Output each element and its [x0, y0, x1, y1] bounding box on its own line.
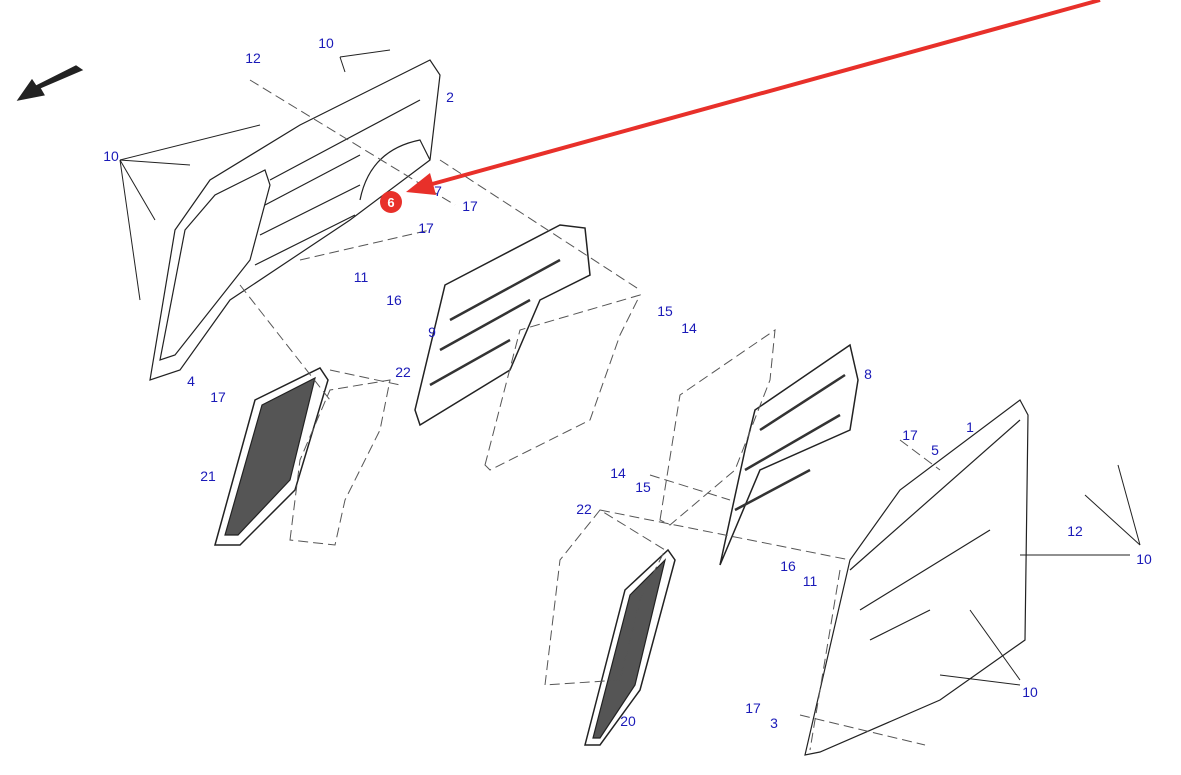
part-label: 10: [103, 148, 119, 164]
part-label: 1: [966, 419, 974, 435]
grille-21: [214, 367, 329, 546]
part-label: 9: [428, 324, 436, 340]
part-label: 15: [657, 303, 673, 319]
part-label: 12: [245, 50, 261, 66]
part-label: 16: [386, 292, 402, 308]
part-label: 8: [864, 366, 872, 382]
part-label: 16: [780, 558, 796, 574]
panel-9: [414, 224, 591, 427]
part-label: 5: [931, 442, 939, 458]
part-label: 11: [802, 573, 818, 589]
part-label: 10: [1136, 551, 1152, 567]
part-label: 14: [610, 465, 626, 481]
part-label: 22: [576, 501, 592, 517]
part-label: 3: [770, 715, 778, 731]
part-label: 10: [318, 35, 334, 51]
panel-8: [719, 343, 859, 566]
part-label: 15: [635, 479, 651, 495]
highlight-arrow: [406, 0, 1101, 195]
part-label: 22: [395, 364, 411, 380]
direction-arrow-icon: [16, 65, 84, 101]
callout-badge: 6: [380, 191, 402, 213]
part-label: 2: [446, 89, 454, 105]
part-label: 7: [434, 183, 442, 199]
part-label: 11: [353, 269, 369, 285]
part-label: 17: [210, 389, 226, 405]
part-label: 20: [620, 713, 636, 729]
part-label: 14: [681, 320, 697, 336]
part-label: 4: [187, 373, 195, 389]
part-label: 10: [1022, 684, 1038, 700]
part-label: 17: [745, 700, 761, 716]
part-label: 17: [462, 198, 478, 214]
panel-1: [804, 399, 1029, 756]
panel-2: [149, 59, 441, 381]
part-label: 12: [1067, 523, 1083, 539]
part-label: 17: [418, 220, 434, 236]
grille-20: [584, 548, 676, 746]
part-label: 21: [200, 468, 216, 484]
part-label: 17: [902, 427, 918, 443]
